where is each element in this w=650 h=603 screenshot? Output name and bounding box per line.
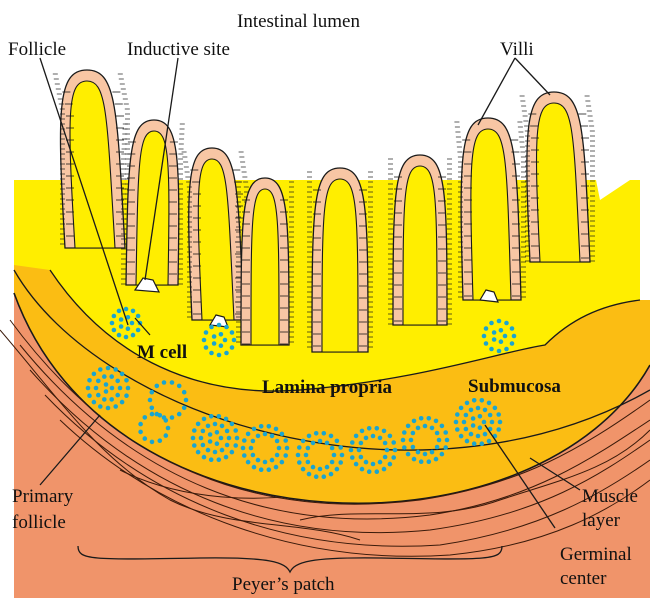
label-submucosa: Submucosa [468, 376, 561, 397]
label-peyers-patch: Peyer’s patch [232, 574, 335, 595]
label-m-cell: M cell [137, 342, 187, 363]
label-primary-follicle-1: Primary [12, 486, 74, 507]
label-intestinal-lumen: Intestinal lumen [237, 11, 360, 32]
label-follicle: Follicle [8, 39, 66, 60]
label-lamina-propria: Lamina propria [262, 377, 393, 398]
label-germinal-center-1: Germinal [560, 544, 632, 565]
label-muscle-layer-2: layer [582, 510, 621, 531]
label-villi: Villi [500, 39, 534, 60]
label-muscle-layer-1: Muscle [582, 486, 638, 507]
label-germinal-center-2: center [560, 568, 607, 589]
label-primary-follicle-2: follicle [12, 512, 66, 533]
label-inductive-site: Inductive site [127, 39, 230, 60]
